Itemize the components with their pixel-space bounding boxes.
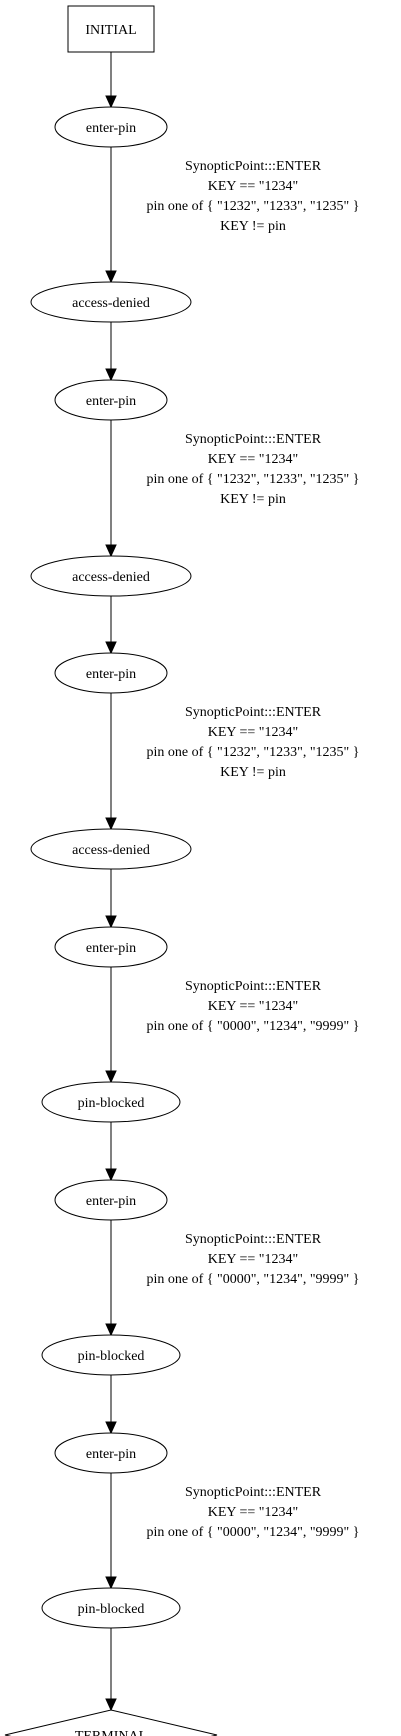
edge-condition-line: KEY == "1234" [208, 1252, 298, 1267]
arrowhead-icon [105, 1323, 117, 1337]
node-ellipse-shape [30, 555, 192, 597]
node-pin-blocked: pin-blocked [41, 1334, 181, 1376]
node-ellipse-shape [30, 828, 192, 870]
node-pin-blocked: pin-blocked [41, 1587, 181, 1629]
node-ellipse-shape [41, 1334, 181, 1376]
node-label: pin-blocked [78, 1096, 145, 1111]
arrowhead-icon [105, 1421, 117, 1435]
node-pin-blocked: pin-blocked [41, 1081, 181, 1123]
node-label: enter-pin [86, 1194, 136, 1209]
edge-n12-to-n13 [105, 1628, 117, 1712]
arrowhead-icon [105, 270, 117, 284]
edge-condition-line: KEY == "1234" [208, 179, 298, 194]
arrowhead-icon [105, 1576, 117, 1590]
node-terminal: TERMINAL [4, 1709, 218, 1736]
node-label: enter-pin [86, 941, 136, 956]
edge-n6-to-n7 [105, 869, 117, 929]
edge-condition-line: SynopticPoint:::ENTER [185, 1232, 322, 1247]
edge-condition-line: pin one of { "1232", "1233", "1235" } [147, 745, 360, 760]
edge-condition-line: SynopticPoint:::ENTER [185, 1485, 322, 1500]
arrowhead-icon [105, 368, 117, 382]
edge-condition-line: KEY != pin [220, 219, 286, 234]
edge-condition-line: SynopticPoint:::ENTER [185, 979, 322, 994]
node-label: enter-pin [86, 1447, 136, 1462]
edge-condition-line: KEY != pin [220, 765, 286, 780]
arrowhead-icon [105, 641, 117, 655]
node-access-denied: access-denied [30, 555, 192, 597]
node-ellipse-shape [54, 106, 168, 148]
arrowhead-icon [105, 1698, 117, 1712]
edge-condition-line: KEY == "1234" [208, 725, 298, 740]
node-ellipse-shape [41, 1587, 181, 1629]
edge-condition-line: KEY == "1234" [208, 1505, 298, 1520]
node-ellipse-shape [54, 1179, 168, 1221]
node-label: access-denied [72, 570, 150, 585]
arrowhead-icon [105, 544, 117, 558]
edge-condition-line: SynopticPoint:::ENTER [185, 432, 322, 447]
edge-condition-line: pin one of { "1232", "1233", "1235" } [147, 472, 360, 487]
edge-n2-to-n3 [105, 322, 117, 382]
arrowhead-icon [105, 1070, 117, 1084]
node-enter-pin: enter-pin [54, 106, 168, 148]
node-enter-pin: enter-pin [54, 1179, 168, 1221]
edge-condition-line: KEY == "1234" [208, 999, 298, 1014]
arrowhead-icon [105, 1168, 117, 1182]
node-ellipse-shape [54, 1432, 168, 1474]
node-label: enter-pin [86, 394, 136, 409]
edge-condition-line: pin one of { "1232", "1233", "1235" } [147, 199, 360, 214]
node-ellipse-shape [54, 926, 168, 968]
node-label: INITIAL [85, 23, 136, 38]
edge-condition-line: pin one of { "0000", "1234", "9999" } [147, 1019, 360, 1034]
node-diamond-shape [4, 1709, 218, 1736]
edge-condition-line: SynopticPoint:::ENTER [185, 159, 322, 174]
edge-condition-line: SynopticPoint:::ENTER [185, 705, 322, 720]
node-ellipse-shape [41, 1081, 181, 1123]
arrowhead-icon [105, 817, 117, 831]
edge-n0-to-n1 [105, 52, 117, 109]
node-label: enter-pin [86, 667, 136, 682]
edge-condition-line: KEY != pin [220, 492, 286, 507]
node-ellipse-shape [54, 652, 168, 694]
node-label: access-denied [72, 843, 150, 858]
arrowhead-icon [105, 915, 117, 929]
node-enter-pin: enter-pin [54, 1432, 168, 1474]
edge-n10-to-n11 [105, 1375, 117, 1435]
node-label: access-denied [72, 296, 150, 311]
node-enter-pin: enter-pin [54, 652, 168, 694]
node-initial: INITIAL [67, 5, 155, 53]
edge-condition-line: KEY == "1234" [208, 452, 298, 467]
node-enter-pin: enter-pin [54, 379, 168, 421]
node-access-denied: access-denied [30, 281, 192, 323]
node-label: enter-pin [86, 121, 136, 136]
node-box-shape [67, 5, 155, 53]
node-access-denied: access-denied [30, 828, 192, 870]
node-label: pin-blocked [78, 1602, 145, 1617]
nodes-layer: INITIAL enter-pin access-denied enter-pin ac… [4, 5, 218, 1736]
node-ellipse-shape [30, 281, 192, 323]
node-label: pin-blocked [78, 1349, 145, 1364]
edge-n4-to-n5 [105, 596, 117, 655]
arrowhead-icon [105, 95, 117, 109]
node-ellipse-shape [54, 379, 168, 421]
node-enter-pin: enter-pin [54, 926, 168, 968]
edge-condition-line: pin one of { "0000", "1234", "9999" } [147, 1272, 360, 1287]
edge-n8-to-n9 [105, 1122, 117, 1182]
edge-condition-line: pin one of { "0000", "1234", "9999" } [147, 1525, 360, 1540]
node-label: TERMINAL [75, 1729, 147, 1736]
